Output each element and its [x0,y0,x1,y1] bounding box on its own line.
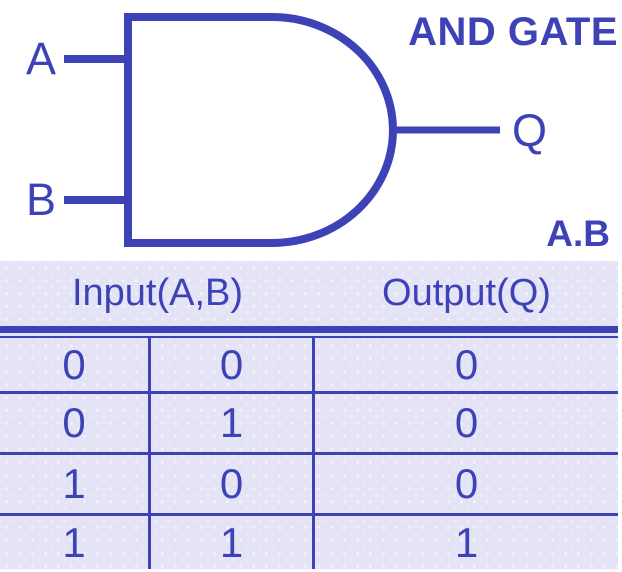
table-row: 1 1 1 [0,516,618,569]
output-column-header: Output(Q) [382,272,551,314]
cell-input-b: 0 [151,338,315,391]
cell-input-a: 1 [0,516,151,569]
input-b-label: B [26,174,57,225]
table-row: 0 1 0 [0,394,618,455]
header-divider-thick [0,326,618,333]
boolean-expression: A.B [546,213,610,254]
cell-output-q: 0 [454,460,479,507]
cell-output-q: 0 [454,399,479,446]
cell-input-a: 0 [0,338,151,391]
and-gate-body [124,13,397,247]
and-gate-diagram: A B Q AND GATE A.B [0,0,622,261]
diagram-title: AND GATE [408,10,618,54]
truth-table-header-row: Input(A,B) Output(Q) [0,261,618,326]
output-q-label: Q [512,105,548,156]
cell-input-a: 0 [0,394,151,452]
cell-output-q: 1 [454,518,479,566]
table-row: 0 0 0 [0,338,618,394]
cell-input-b: 1 [151,394,315,452]
cell-input-a: 1 [0,455,151,513]
cell-input-b: 0 [151,455,315,513]
input-column-header: Input(A,B) [71,272,244,314]
truth-table-body: 0 0 0 0 1 0 1 0 0 1 1 1 [0,338,618,569]
truth-table: Input(A,B) Output(Q) 0 0 0 0 1 0 1 0 0 [0,261,618,569]
header-divider-thin [0,335,618,338]
cell-input-b: 1 [151,516,315,569]
cell-output-q: 0 [454,340,479,388]
table-row: 1 0 0 [0,455,618,516]
input-a-label: A [26,33,57,84]
and-gate-symbol [64,13,500,247]
